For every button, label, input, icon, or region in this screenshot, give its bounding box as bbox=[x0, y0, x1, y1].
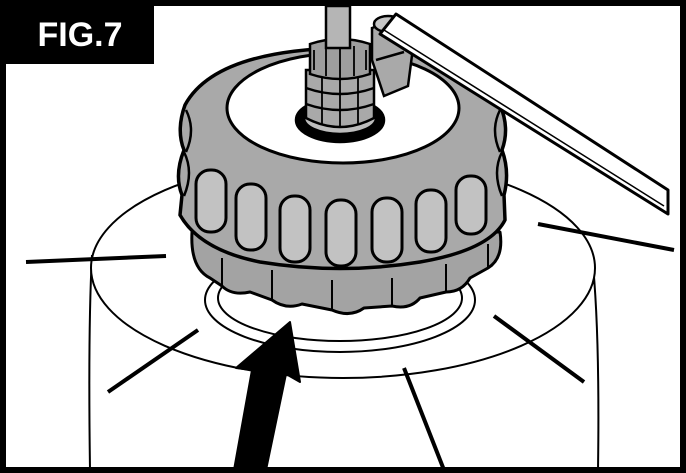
hose bbox=[378, 12, 670, 216]
callout-lines bbox=[25, 222, 675, 467]
pointer-arrow bbox=[233, 321, 301, 467]
hose-fitting bbox=[294, 6, 386, 144]
illustration bbox=[25, 6, 675, 467]
figure-label: FIG.7 bbox=[6, 6, 154, 64]
